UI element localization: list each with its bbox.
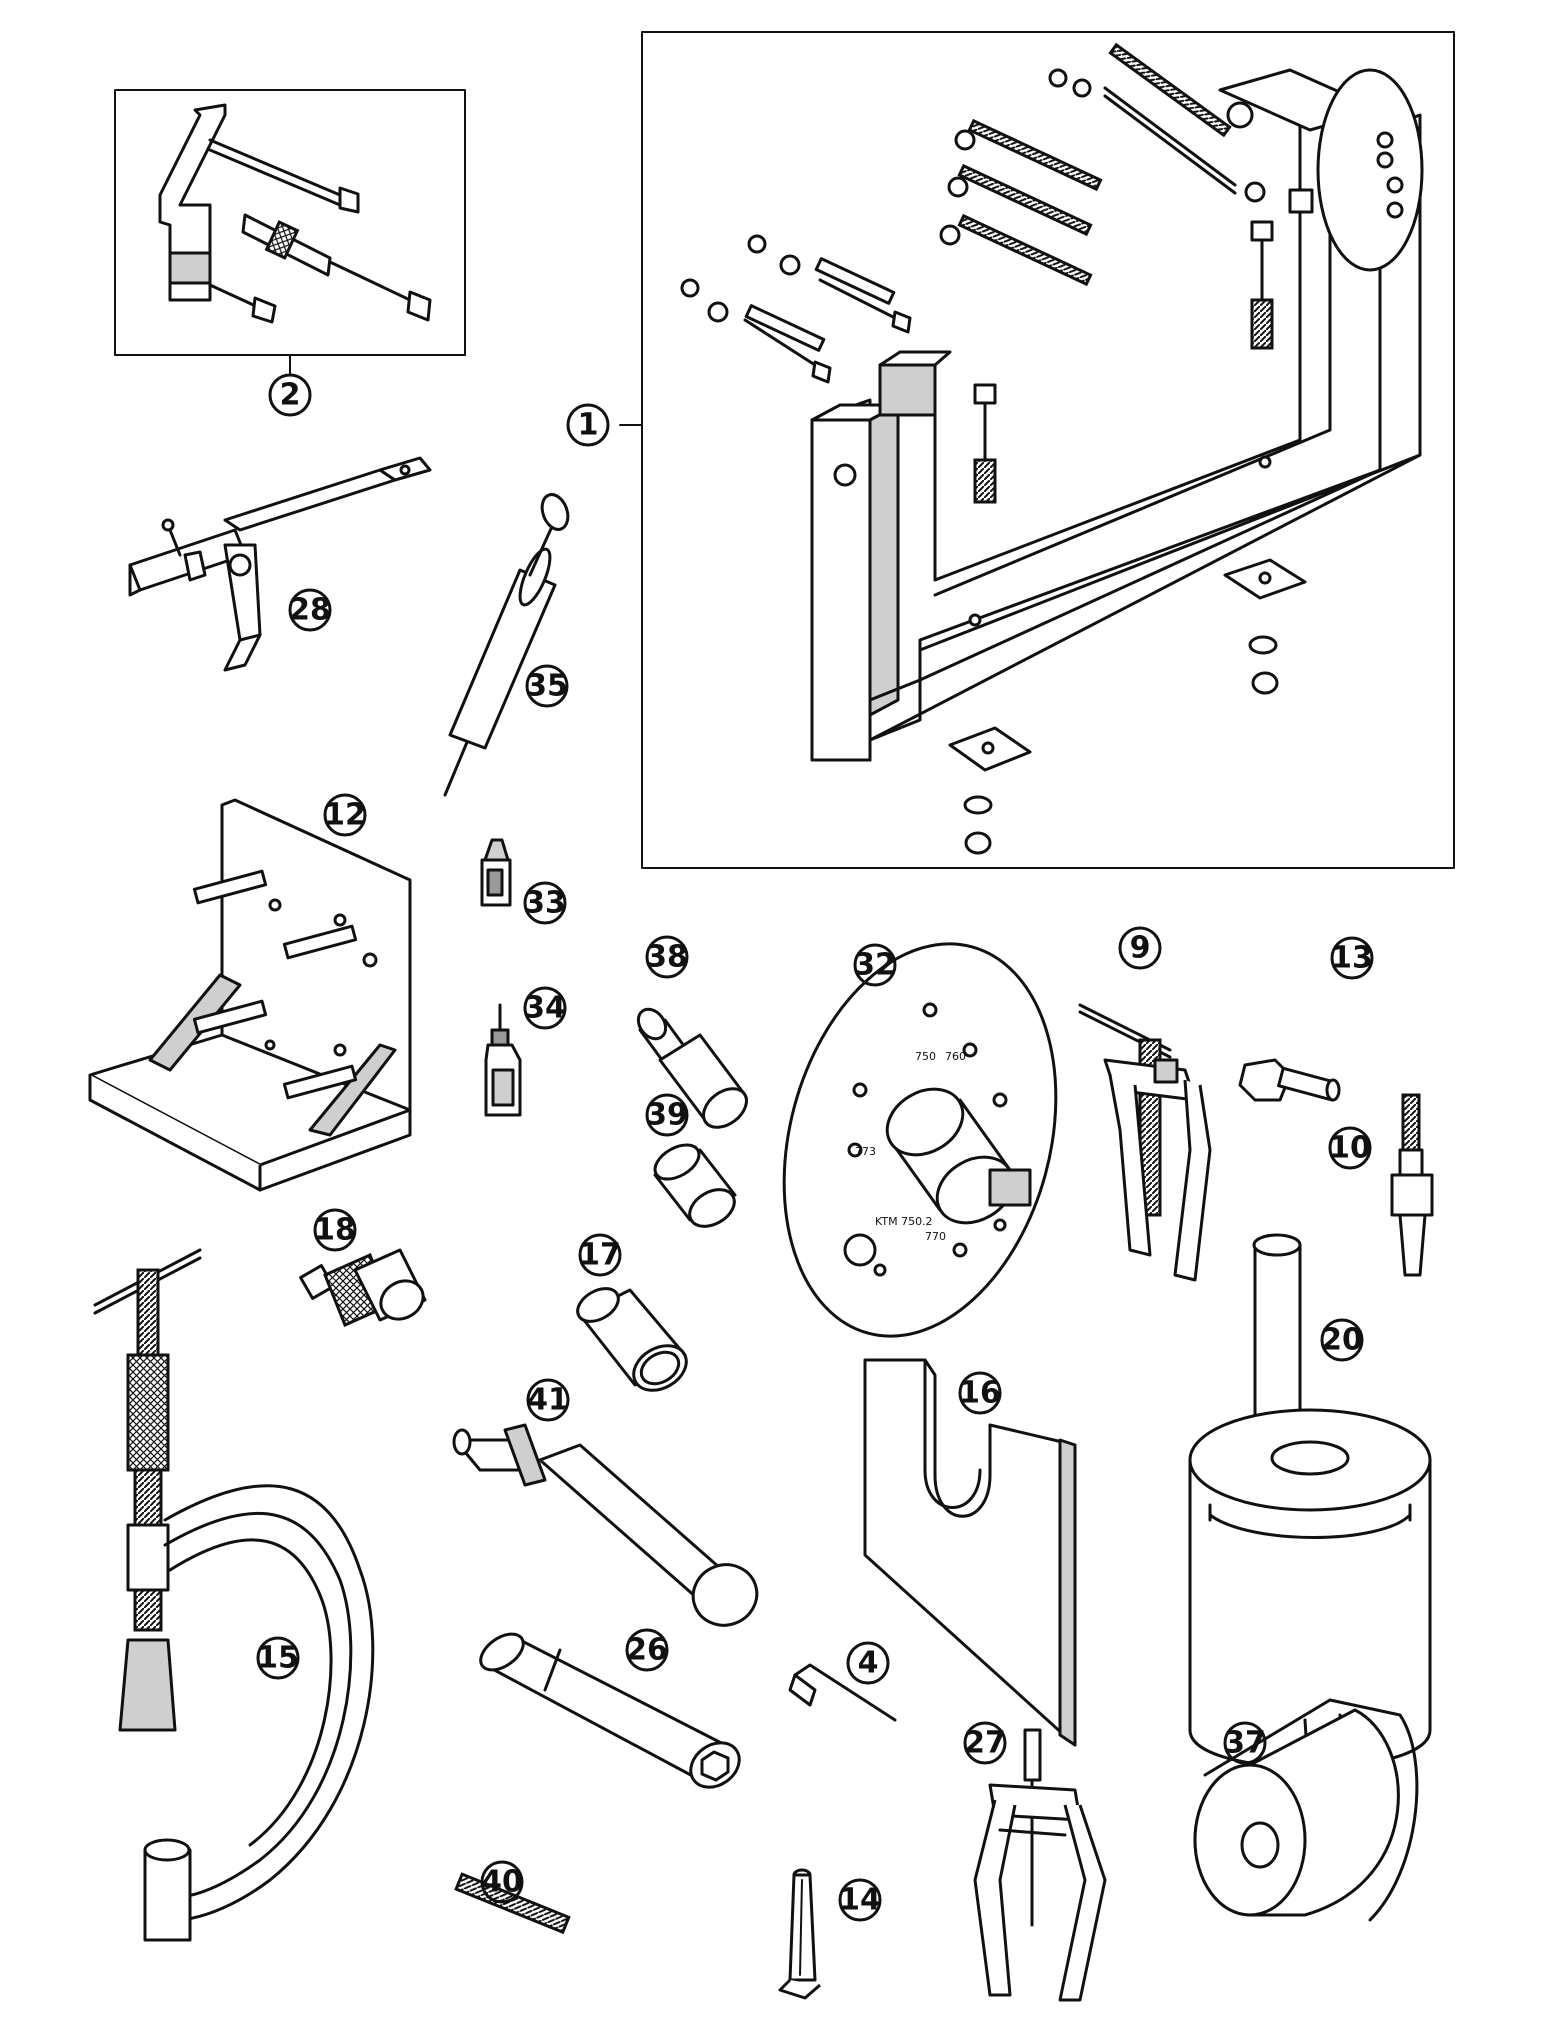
item-16-fork-plate xyxy=(863,1358,1077,1747)
callout-label-15: 15 xyxy=(257,1641,299,1676)
callout-20: 20 xyxy=(1320,1318,1364,1362)
item-17-sleeve xyxy=(576,1287,688,1392)
item-20-press-cup xyxy=(1188,1233,1432,1769)
item-12-angle-bracket xyxy=(88,798,412,1192)
callout-label-39: 39 xyxy=(646,1098,688,1133)
item-39-bushing xyxy=(653,1143,737,1228)
callout-label-1: 1 xyxy=(578,408,599,443)
item-37-press-ring xyxy=(1193,1698,1419,1922)
callout-17: 17 xyxy=(578,1233,622,1277)
item-26-socket xyxy=(479,1632,741,1789)
callout-label-13: 13 xyxy=(1331,941,1373,976)
callout-15: 15 xyxy=(256,1636,300,1680)
item-15-press-tool xyxy=(93,1248,375,1942)
callout-label-28: 28 xyxy=(289,593,331,628)
callout-32: 32 xyxy=(853,943,897,987)
callout-label-16: 16 xyxy=(959,1376,1001,1411)
callout-label-33: 33 xyxy=(524,886,566,921)
callout-40: 40 xyxy=(480,1860,524,1904)
callout-label-17: 17 xyxy=(579,1238,621,1273)
disc-marking-750: 750 xyxy=(915,1050,936,1063)
item-38-bushing xyxy=(636,1007,748,1129)
callout-14: 14 xyxy=(838,1878,882,1922)
callout-2: 2 xyxy=(268,373,312,417)
item-32-timing-disc: 750 760 773 770 KTM 750.2 xyxy=(782,942,1058,1338)
callout-label-20: 20 xyxy=(1321,1323,1363,1358)
callout-27: 27 xyxy=(963,1721,1007,1765)
item-4-key xyxy=(788,1663,897,1722)
callout-18: 18 xyxy=(313,1208,357,1252)
callout-label-18: 18 xyxy=(314,1213,356,1248)
item-35-grease-gun xyxy=(443,493,570,797)
callout-label-32: 32 xyxy=(854,948,896,983)
item-27-bearing-puller xyxy=(973,1728,1107,2002)
callout-4: 4 xyxy=(846,1641,890,1685)
item-41-mandrel xyxy=(452,1423,759,1627)
callout-1: 1 xyxy=(566,403,610,447)
callout-10: 10 xyxy=(1328,1126,1372,1170)
item-13-knob xyxy=(1238,1058,1341,1102)
callout-34: 34 xyxy=(523,986,567,1030)
callout-label-37: 37 xyxy=(1224,1726,1266,1761)
callout-label-35: 35 xyxy=(526,669,568,704)
callout-label-41: 41 xyxy=(527,1383,569,1418)
item-10-slide-puller xyxy=(1390,1093,1434,1277)
callout-33: 33 xyxy=(523,881,567,925)
disc-marking-773: 773 xyxy=(855,1145,876,1158)
callout-16: 16 xyxy=(958,1371,1002,1415)
item-34-adhesive-bottle xyxy=(484,1003,522,1117)
item-1-engine-stand xyxy=(619,31,1455,869)
disc-marking-760: 760 xyxy=(945,1050,966,1063)
callout-41: 41 xyxy=(526,1378,570,1422)
callout-label-40: 40 xyxy=(481,1865,523,1900)
callout-37: 37 xyxy=(1223,1721,1267,1765)
callout-label-14: 14 xyxy=(839,1883,881,1918)
callout-label-34: 34 xyxy=(524,991,566,1026)
callout-label-10: 10 xyxy=(1329,1131,1371,1166)
callout-38: 38 xyxy=(645,935,689,979)
item-14-pin xyxy=(778,1868,821,2000)
callout-35: 35 xyxy=(525,664,569,708)
callout-39: 39 xyxy=(645,1093,689,1137)
callout-label-12: 12 xyxy=(324,798,366,833)
disc-marking-770: 770 xyxy=(925,1230,946,1243)
callout-26: 26 xyxy=(625,1628,669,1672)
callout-28: 28 xyxy=(288,588,332,632)
callout-12: 12 xyxy=(323,793,367,837)
disc-marking-ktm: KTM 750.2 xyxy=(875,1215,933,1228)
callout-label-38: 38 xyxy=(646,940,688,975)
callout-label-4: 4 xyxy=(858,1646,879,1681)
item-18-adapter xyxy=(299,1248,427,1328)
callout-label-2: 2 xyxy=(280,378,301,413)
item-9-puller xyxy=(1078,1003,1212,1282)
callout-13: 13 xyxy=(1330,936,1374,980)
callout-label-26: 26 xyxy=(626,1633,668,1668)
callout-label-9: 9 xyxy=(1130,931,1151,966)
callout-9: 9 xyxy=(1118,926,1162,970)
callout-label-27: 27 xyxy=(964,1726,1006,1761)
item-28-holding-wrench xyxy=(128,456,432,672)
item-2-bracket xyxy=(114,89,466,376)
item-33-sealant-tube xyxy=(480,838,512,907)
